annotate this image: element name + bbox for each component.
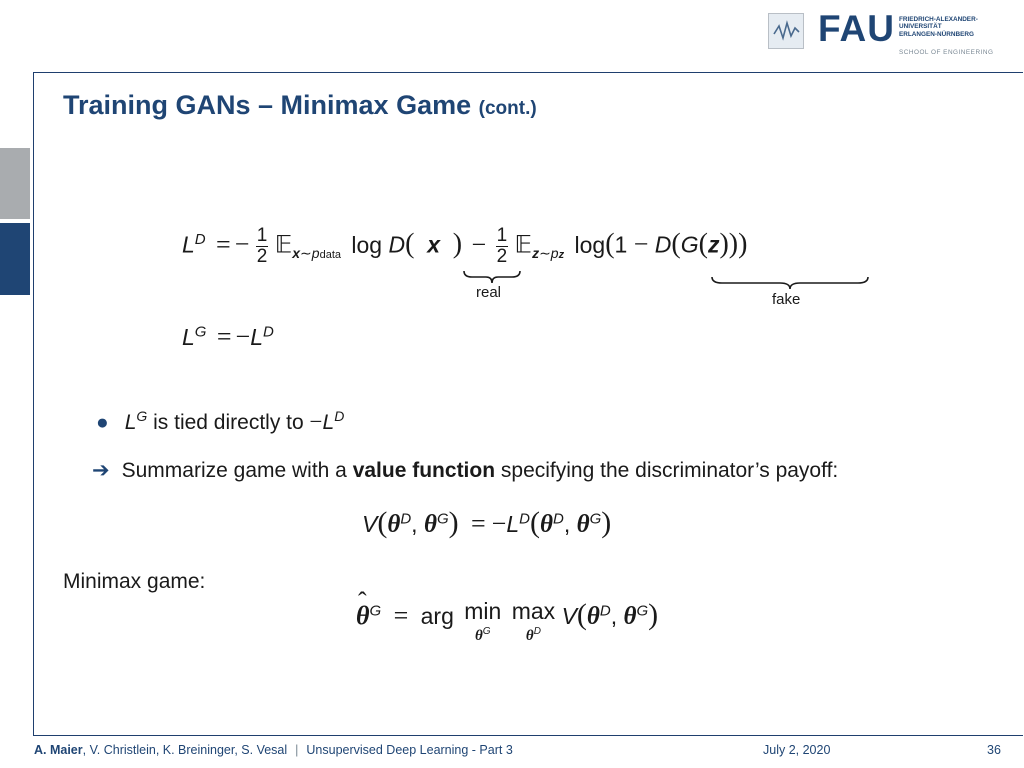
- arrow-right-icon: ➔: [92, 459, 110, 482]
- label-real: real: [476, 284, 502, 301]
- bullet-dot-icon: ●: [96, 411, 109, 434]
- university-name: FRIEDRICH-ALEXANDER- UNIVERSITÄT ERLANGE…: [899, 16, 978, 38]
- underbrace-fake: [711, 276, 869, 290]
- school-name: SCHOOL OF ENGINEERING: [899, 49, 994, 56]
- bullet-item-1: ●LG is tied directly to −LD: [96, 408, 345, 434]
- label-fake: fake: [772, 291, 801, 308]
- equation-value-function: V(θD, θG) =−LD(θD, θG): [362, 506, 612, 539]
- fau-logo: FAU: [818, 8, 895, 49]
- footer-authors: A. Maier, V. Christlein, K. Breininger, …: [34, 743, 513, 757]
- footer-date: July 2, 2020: [763, 743, 831, 757]
- waveform-icon: [773, 20, 800, 41]
- slide-title: Training GANs – Minimax Game (cont.): [63, 90, 537, 120]
- minimax-label: Minimax game:: [63, 570, 206, 593]
- slide-frame: [33, 72, 1023, 736]
- footer-course: Unsupervised Deep Learning - Part 3: [306, 743, 513, 757]
- equation-lg: LG =−LD: [182, 322, 274, 351]
- footer-page-number: 36: [987, 743, 1001, 757]
- bullet-item-2: ➔Summarize game with a value function sp…: [92, 459, 839, 482]
- department-logo: [768, 13, 804, 49]
- underbrace-real: [463, 270, 521, 284]
- sidebar-marker-gray: [0, 148, 30, 219]
- sidebar-marker-active: [0, 223, 30, 295]
